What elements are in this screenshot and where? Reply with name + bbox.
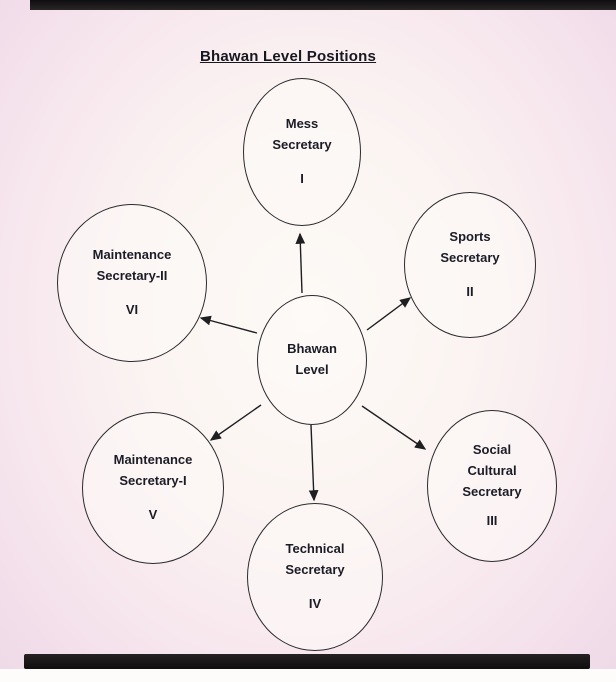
- node-numeral: VI: [125, 301, 139, 317]
- page-title: Bhawan Level Positions: [199, 48, 377, 65]
- node-numeral: IV: [308, 595, 322, 611]
- node-label: Maintenance Secretary-II: [92, 247, 172, 284]
- node-sports-secretary: Sports Secretary II: [404, 192, 536, 338]
- arrow-to-technical-secretary: [308, 424, 319, 502]
- node-maintenance-secretary-2: Maintenance Secretary-II VI: [57, 204, 207, 362]
- node-numeral: III: [486, 512, 498, 528]
- node-numeral: V: [148, 506, 158, 522]
- node-label: Mess Secretary: [272, 116, 332, 153]
- scan-artifact-bottom-strip: [0, 669, 616, 682]
- arrow-to-mess-secretary: [295, 232, 306, 294]
- arrow-to-maintenance-secretary-1: [209, 404, 262, 441]
- node-social-cultural-secretary: Social Cultural Secretary III: [427, 410, 557, 562]
- scan-artifact-top-bar: [30, 0, 616, 10]
- node-mess-secretary: Mess Secretary I: [243, 78, 361, 226]
- arrow-to-social-cultural-secretary: [361, 405, 427, 450]
- node-maintenance-secretary-1: Maintenance Secretary-I V: [82, 412, 224, 564]
- center-node-bhawan-level: Bhawan Level: [257, 295, 367, 425]
- node-numeral: II: [466, 283, 474, 299]
- arrow-to-sports-secretary: [366, 297, 412, 331]
- node-label: Sports Secretary: [440, 229, 500, 266]
- node-label: Maintenance Secretary-I: [113, 452, 193, 489]
- node-technical-secretary: Technical Secretary IV: [247, 503, 383, 651]
- node-label: Social Cultural Secretary: [462, 442, 522, 499]
- center-node-label: Bhawan Level: [287, 341, 337, 377]
- scan-artifact-bottom-bar: [24, 654, 590, 669]
- node-label: Technical Secretary: [285, 541, 345, 578]
- node-numeral: I: [300, 170, 304, 186]
- arrow-to-maintenance-secretary-2: [199, 315, 258, 334]
